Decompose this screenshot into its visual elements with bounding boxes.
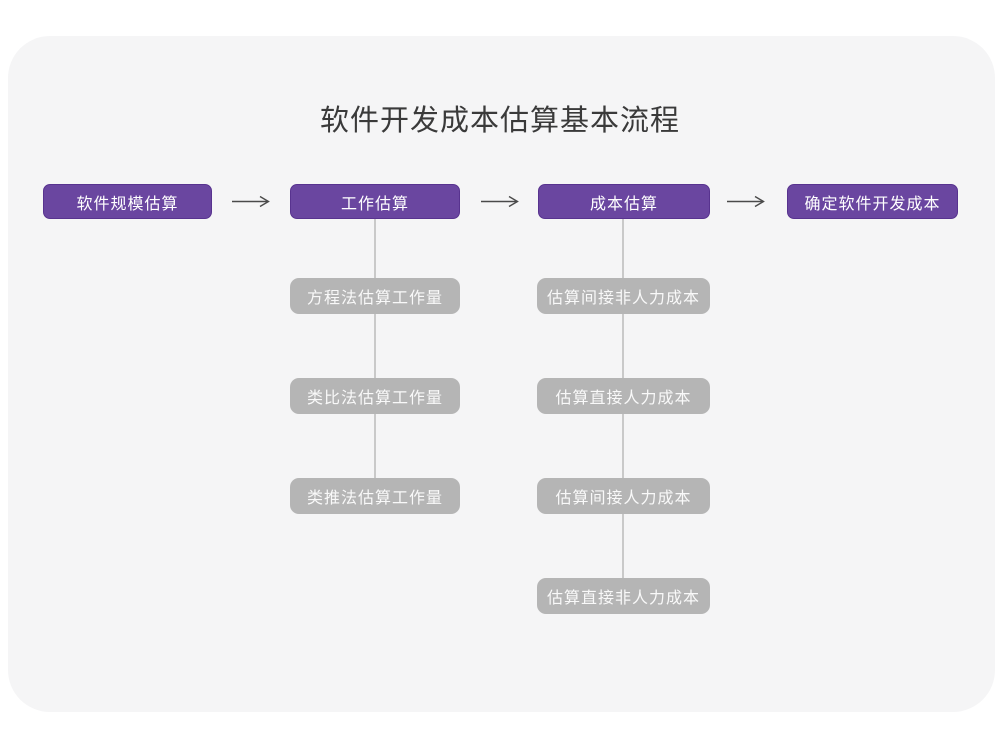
arrow-right-icon xyxy=(231,195,271,208)
sub-node-indirect-labor-cost: 估算间接人力成本 xyxy=(537,478,710,514)
sub-node-label: 类比法估算工作量 xyxy=(306,390,443,407)
flow-node-software-scale-estimation: 软件规模估算 xyxy=(43,184,212,219)
sub-node-label: 估算间接人力成本 xyxy=(555,490,692,507)
flow-node-work-estimation: 工作估算 xyxy=(290,184,460,219)
sub-node-indirect-nonlabor-cost: 估算间接非人力成本 xyxy=(537,278,710,314)
sub-node-label: 估算间接非人力成本 xyxy=(546,290,700,307)
sub-node-analogy-method: 类比法估算工作量 xyxy=(290,378,460,414)
sub-node-label: 估算直接非人力成本 xyxy=(546,590,700,607)
flow-node-label: 软件规模估算 xyxy=(76,195,179,213)
flow-node-label: 确定软件开发成本 xyxy=(804,195,941,213)
sub-node-direct-labor-cost: 估算直接人力成本 xyxy=(537,378,710,414)
flow-node-determine-dev-cost: 确定软件开发成本 xyxy=(787,184,958,219)
arrow-right-icon xyxy=(726,195,766,208)
sub-node-label: 类推法估算工作量 xyxy=(306,490,443,507)
arrow-right-icon xyxy=(480,195,520,208)
sub-node-label: 估算直接人力成本 xyxy=(555,390,692,407)
flow-node-label: 成本估算 xyxy=(589,195,658,213)
sub-node-label: 方程法估算工作量 xyxy=(306,290,443,307)
sub-node-extrapolation-method: 类推法估算工作量 xyxy=(290,478,460,514)
flow-node-cost-estimation: 成本估算 xyxy=(538,184,710,219)
sub-node-direct-nonlabor-cost: 估算直接非人力成本 xyxy=(537,578,710,614)
diagram-title: 软件开发成本估算基本流程 xyxy=(319,105,680,137)
sub-node-equation-method: 方程法估算工作量 xyxy=(290,278,460,314)
diagram-card xyxy=(8,36,995,712)
connector-line-work-estimation xyxy=(374,219,376,481)
flow-node-label: 工作估算 xyxy=(340,195,409,213)
